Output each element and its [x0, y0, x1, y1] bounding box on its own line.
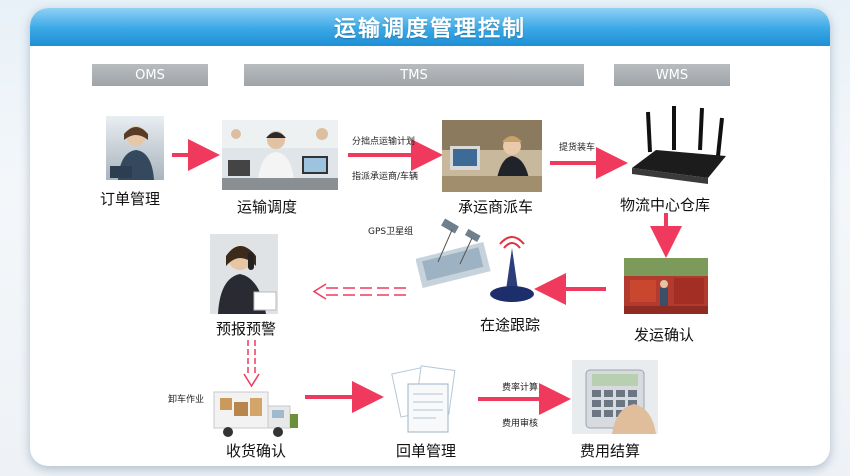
arrow-alert-to-receive [243, 340, 260, 388]
label-receipt: 回单管理 [396, 442, 457, 460]
label-receive: 收货确认 [226, 442, 287, 460]
note-pickup-load: 提货装车 [559, 143, 596, 153]
label-settle: 费用结算 [580, 442, 641, 460]
operator-image [106, 116, 164, 180]
flow-arrows [172, 139, 682, 415]
diagram-panel: 运输调度管理控制 OMS TMS WMS [30, 8, 830, 466]
label-ship-confirm: 发运确认 [634, 326, 695, 344]
system-bar-tms: TMS [244, 64, 584, 86]
calculator-image [572, 360, 658, 434]
system-bar-oms: OMS [92, 64, 208, 86]
note-rate-calc: 费率计算 [502, 383, 539, 393]
router-icon [632, 106, 726, 184]
dispatch-office-image [222, 120, 338, 190]
carrier-office-image [442, 120, 542, 192]
label-dispatch: 运输调度 [237, 198, 298, 216]
truck-image [213, 391, 298, 437]
label-tracking: 在途跟踪 [480, 316, 541, 334]
note-gps: GPS卫星组 [368, 227, 414, 237]
label-alert: 预报预警 [216, 320, 277, 338]
note-split-plan: 分拙点运输计划 [352, 137, 416, 147]
system-bar-wms: WMS [614, 64, 730, 86]
arrow-tracking-to-alert [312, 283, 406, 300]
label-order: 订单管理 [100, 190, 161, 208]
diagram-title: 运输调度管理控制 [30, 8, 830, 46]
receipts-image [391, 365, 456, 433]
note-assign-carrier: 指派承运商/车辆 [352, 172, 419, 182]
label-warehouse: 物流中心仓库 [620, 196, 711, 214]
gps-tower-image [416, 218, 534, 302]
note-fee-audit: 费用审核 [502, 419, 539, 429]
alert-operator-image [210, 234, 278, 314]
label-carrier: 承运商派车 [458, 198, 534, 216]
shipping-scene-image [624, 258, 708, 314]
note-unload: 卸车作业 [168, 395, 205, 405]
